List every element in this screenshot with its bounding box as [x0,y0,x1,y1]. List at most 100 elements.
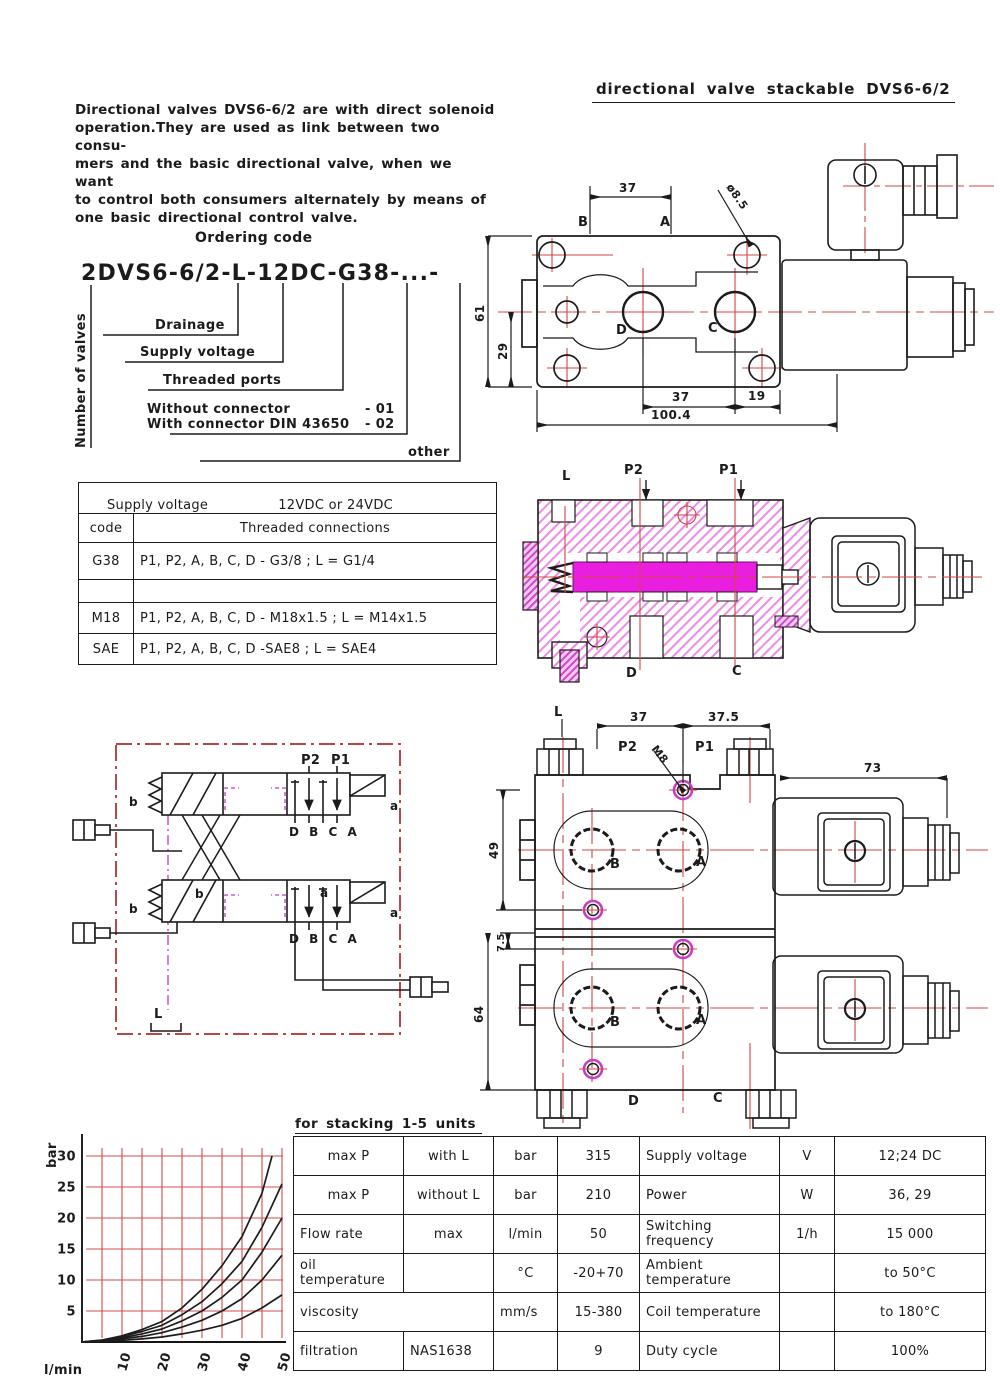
spec-cell: Flow rate [293,1214,404,1254]
dim-37-top: 37 [619,181,637,195]
spec-cell: Duty cycle [639,1331,780,1371]
spec-cell [779,1292,835,1332]
spec-cell [493,1331,558,1371]
spec-row: viscosity mm/s 15-380 Coil temperature t… [293,1292,986,1332]
x-tick-label: 40 [235,1351,254,1373]
supply-row-conn [133,579,497,603]
spec-cell: Ambient temperature [639,1253,780,1293]
spec-cell: with L [403,1136,494,1176]
l-port-bracket [150,1023,182,1032]
stack-port-a2: A [696,1013,706,1028]
ordering-vertical-label: Number of valves [75,313,89,448]
curve-2 [81,1183,283,1343]
dim-dia-8-5: ø8.5 [724,181,751,212]
spring-label-b: b [129,902,138,916]
supply-header-row: Supply voltage 12VDC or 24VDC [78,482,497,514]
spec-cell: without L [403,1175,494,1215]
section-label-p1: P1 [719,463,738,478]
plug-fittings [72,819,449,998]
stack-label-p2: P2 [618,740,637,755]
stack-dimensions [480,719,948,1091]
spec-cell: Supply voltage [639,1136,780,1176]
dim-29: 29 [496,343,510,361]
x-tick-label: 50 [275,1351,292,1373]
supply-voltage-table: Supply voltage 12VDC or 24VDC code Threa… [78,482,497,665]
stack-dim-37: 37 [630,710,648,724]
stack-body [519,774,776,1091]
spring-label-b: b [129,795,138,809]
supply-header-right: 12VDC or 24VDC [278,498,394,513]
spec-cell: filtration [293,1331,404,1371]
stack-dim-64: 64 [472,1006,486,1024]
spec-cell: -20+70 [557,1253,640,1293]
section-solenoid [809,517,973,633]
solenoid-label-a: a [390,906,399,920]
supply-row-conn: P1, P2, A, B, C, D -SAE8 ; L = SAE4 [133,633,497,665]
stack-label-p1: P1 [695,740,714,755]
schematic-boundary [115,743,401,1035]
ordering-heading: Ordering code [195,230,313,246]
y-tick-label: 25 [57,1181,76,1196]
y-tick-label: 10 [57,1274,76,1289]
supply-row-code: M18 [78,602,134,634]
stacking-note: for stacking 1-5 units [295,1116,482,1134]
ordering-label-drainage: Drainage [155,318,225,333]
stack-port-b2: B [610,1015,620,1030]
supply-row-code [78,579,134,603]
page-title: directional valve stackable DVS6-6/2 [592,80,955,103]
stack-label-l: L [554,705,563,720]
section-label-p2: P2 [624,463,643,478]
ordering-code-with: - 02 [365,417,395,432]
spec-cell: 9 [557,1331,640,1371]
spec-cell: V [779,1136,835,1176]
spec-cell: 36, 29 [834,1175,986,1215]
port-label-d: D [616,323,627,338]
inner-label-a: a [320,886,329,900]
spec-cell: mm/s [493,1292,558,1332]
stacked-valve-drawing: L 37 37.5 P2 P1 M8 73 49 7.5 64 B A B A … [472,705,988,1129]
supply-header-left: Supply voltage [107,498,209,513]
valve-body-outline [521,235,781,388]
valve-cross-section-drawing: L P2 P1 D C [522,463,986,683]
spec-cell: to 50°C [834,1253,986,1293]
section-label-c: C [732,664,742,679]
stack-solenoid-2 [772,955,960,1054]
chart-xlabel: l/min [44,1363,82,1378]
mounting-bolts [536,738,797,1129]
hydraulic-schematic: P2 P1 D B C A D B C A b a b a b a L [72,743,449,1035]
spec-cell: °C [493,1253,558,1293]
y-tick-label: 20 [57,1212,76,1227]
schematic-label-p1: P1 [331,753,350,768]
spec-cell: oil temperature [293,1253,404,1293]
stack-label-m8: M8 [649,743,671,766]
x-tick-label: 30 [195,1351,214,1373]
supply-row-conn: P1, P2, A, B, C, D - M18x1.5 ; L = M14x1… [133,602,497,634]
curve-3 [81,1217,283,1343]
dim-61: 61 [473,305,487,323]
ordering-label-threaded-ports: Threaded ports [163,373,281,388]
stack-solenoid-1 [772,797,960,896]
ordering-label-with-connector: With connector DIN 43650 [147,417,349,432]
port-label-b: B [578,215,588,230]
spec-cell: l/min [493,1214,558,1254]
supply-row-code: G38 [78,542,134,580]
stack-dim-7-5: 7.5 [496,933,507,952]
ordering-label-without-connector: Without connector [147,402,290,417]
spec-cell [779,1253,835,1293]
stack-dim-49: 49 [487,842,501,860]
spec-cell: Coil temperature [639,1292,780,1332]
spec-row: filtration NAS1638 9 Duty cycle 100% [293,1331,986,1371]
centerlines [498,143,994,388]
ordering-code-without: - 01 [365,402,395,417]
spec-cell: to 180°C [834,1292,986,1332]
ordering-leader-lines [90,283,461,462]
solenoid-assembly [781,154,975,371]
spec-row: oil temperature °C -20+70 Ambient temper… [293,1253,986,1293]
spec-cell: 15 000 [834,1214,986,1254]
spec-row: max P without L bar 210 Power W 36, 29 [293,1175,986,1215]
spec-row: max P with L bar 315 Supply voltage V 12… [293,1136,986,1176]
stack-dim-73: 73 [864,761,882,775]
y-tick-label: 15 [57,1243,76,1258]
